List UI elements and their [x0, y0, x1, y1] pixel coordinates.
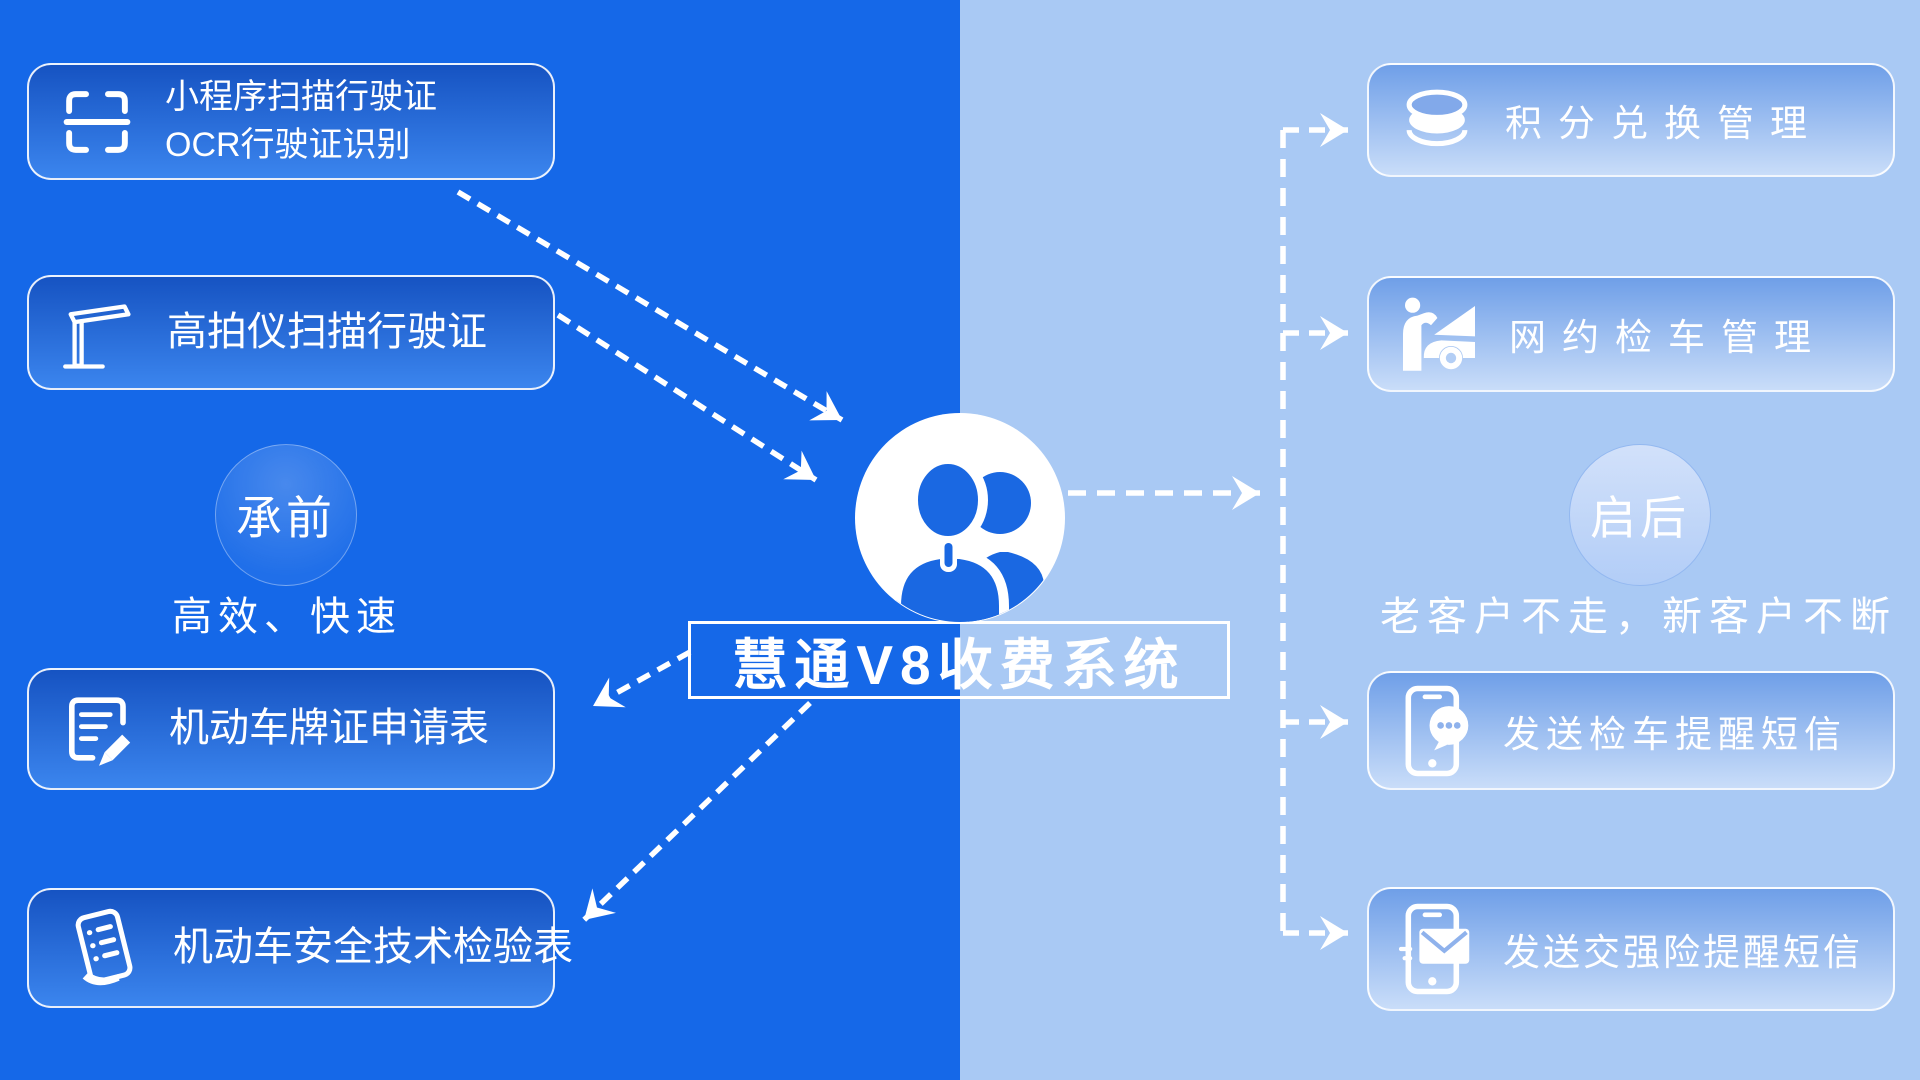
- form-pencil-icon: [69, 697, 131, 766]
- node-safety-inspection-form: 机动车安全技术检验表: [27, 888, 573, 1008]
- system-title-text: 慧通V8收费系统: [732, 634, 1186, 696]
- node-label: 网约检车管理: [1509, 317, 1827, 358]
- node-label: 发送检车提醒短信: [1503, 713, 1847, 755]
- doc-camera-icon: [63, 303, 131, 369]
- badge-label: 启后: [1590, 492, 1690, 544]
- users-icon: [855, 413, 1065, 623]
- node-label: 积分兑换管理: [1505, 103, 1823, 144]
- phone-chat-icon: [1405, 685, 1469, 776]
- node-sms-inspection-reminder: 发送检车提醒短信: [1367, 671, 1895, 790]
- system-title: 慧通V8收费系统: [688, 621, 1230, 699]
- node-label: 高拍仪扫描行驶证: [167, 309, 487, 354]
- node-points-management: 积分兑换管理: [1367, 63, 1895, 177]
- car-inspection-icon: [1403, 297, 1475, 371]
- badge-qihou: 启后: [1569, 444, 1711, 586]
- node-doc-camera-scan: 高拍仪扫描行驶证: [27, 275, 555, 390]
- points-coins-icon: [1406, 89, 1468, 147]
- inspection-sheet-icon: [75, 908, 133, 986]
- caption-left: 高效、快速: [172, 595, 402, 639]
- node-label: OCR行驶证识别: [165, 125, 411, 164]
- node-miniprogram-scan: 小程序扫描行驶证 OCR行驶证识别: [27, 63, 555, 180]
- node-label: 发送交强险提醒短信: [1503, 932, 1863, 973]
- node-online-inspection-management: 网约检车管理: [1367, 276, 1895, 392]
- node-label: 机动车安全技术检验表: [173, 925, 573, 970]
- caption-right: 老客户不走，新客户不断: [1380, 595, 1897, 639]
- phone-mail-icon: [1399, 903, 1470, 995]
- scan-frame-icon: [63, 90, 131, 153]
- node-label: 机动车牌证申请表: [169, 706, 489, 751]
- node-sms-insurance-reminder: 发送交强险提醒短信: [1367, 887, 1895, 1011]
- node-application-form: 机动车牌证申请表: [27, 668, 555, 790]
- node-label: 小程序扫描行驶证: [165, 77, 437, 116]
- badge-chengqian: 承前: [215, 444, 357, 586]
- badge-label: 承前: [236, 492, 336, 544]
